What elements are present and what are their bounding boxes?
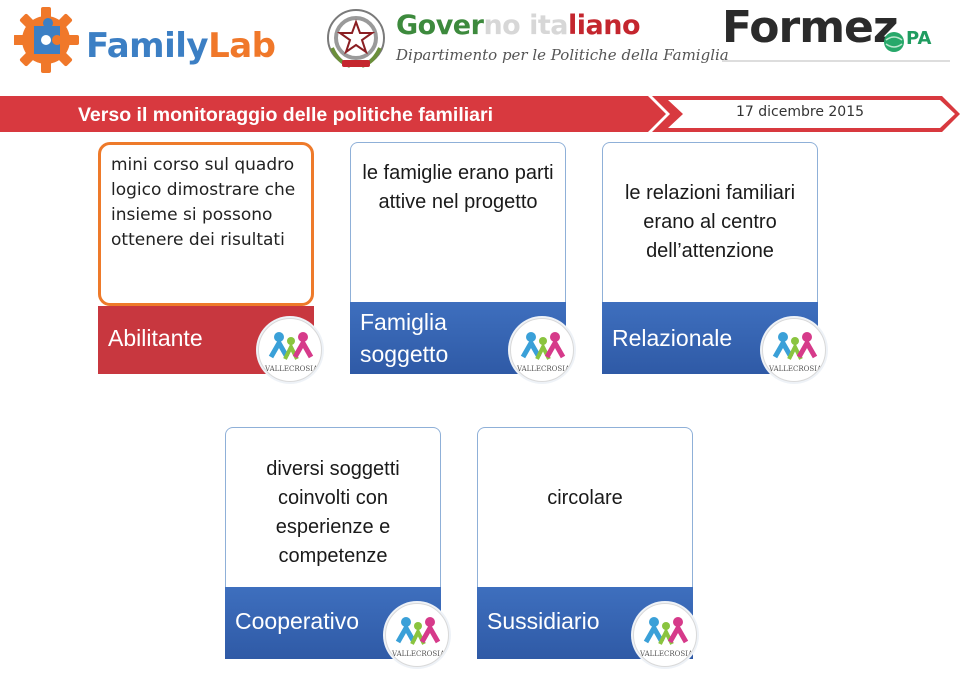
vallecrosia-logo: VALLECROSIA CITTÀ della FAMIGLIA <box>385 603 449 667</box>
card-relazionale: le relazioni familiari erano al centro d… <box>602 142 826 382</box>
badge-text: VALLECROSIA CITTÀ della FAMIGLIA <box>640 650 696 658</box>
badge-text: VALLECROSIA CITTÀ della FAMIGLIA <box>769 365 825 373</box>
formez-pa-suffix: PA <box>906 28 932 49</box>
governo-title-c: liano <box>568 10 641 41</box>
title-banner <box>0 96 960 132</box>
formez-pa-logo: Formez PA <box>722 2 952 70</box>
gear-puzzle-icon <box>13 7 79 73</box>
vallecrosia-logo: VALLECROSIA CITTÀ della FAMIGLIA <box>762 318 826 382</box>
card-description: diversi soggetti coinvolti con esperienz… <box>266 457 400 567</box>
card-description: le relazioni familiari erano al centro d… <box>624 182 796 262</box>
formez-name: Formez <box>722 2 898 53</box>
card-description-box: diversi soggetti coinvolti con esperienz… <box>225 427 441 587</box>
governo-subtitle: Dipartimento per le Politiche della Fami… <box>396 46 729 64</box>
card-description-box: le famiglie erano parti attive nel proge… <box>350 142 566 302</box>
date-label: 17 dicembre 2015 <box>736 104 865 120</box>
badge-text: VALLECROSIA CITTÀ della FAMIGLIA <box>265 365 321 373</box>
governo-title-a: Gover <box>396 10 484 41</box>
card-label: Cooperativo <box>235 608 360 634</box>
card-description-box: circolare <box>477 427 693 587</box>
page-title: Verso il monitoraggio delle politiche fa… <box>78 104 494 126</box>
card-description: mini corso sul quadro logico dimostrare … <box>111 155 296 251</box>
card-label: Sussidiario <box>487 608 600 634</box>
familylab-lab-text: Lab <box>208 26 276 66</box>
family-figures-icon <box>643 617 689 645</box>
family-figures-icon <box>395 617 441 645</box>
governo-italiano-logo: Governo italiano Dipartimento per le Pol… <box>322 4 729 72</box>
card-description: circolare <box>547 487 623 509</box>
badge-text: VALLECROSIA CITTÀ della FAMIGLIA <box>517 365 573 373</box>
italian-emblem-icon <box>327 9 385 68</box>
card-famiglia-soggetto: le famiglie erano parti attive nel proge… <box>350 142 574 382</box>
card-abilitante: mini corso sul quadro logico dimostrare … <box>98 142 322 382</box>
family-figures-icon <box>772 332 818 360</box>
globe-icon <box>884 32 904 52</box>
family-figures-icon <box>268 332 314 360</box>
card-sussidiario: circolare Sussidiario VALLECROSIA CITTÀ … <box>477 427 697 667</box>
card-description-box: le relazioni familiari erano al centro d… <box>602 142 818 302</box>
card-cooperativo: diversi soggetti coinvolti con esperienz… <box>225 427 449 667</box>
card-description: le famiglie erano parti attive nel proge… <box>362 162 554 213</box>
divider <box>722 60 950 62</box>
familylab-logo: FamilyLab <box>13 6 276 78</box>
card-label: Abilitante <box>108 325 203 351</box>
card-label: Relazionale <box>612 325 733 351</box>
card-label: Famiglia soggetto <box>360 309 449 367</box>
badge-text: VALLECROSIA CITTÀ della FAMIGLIA <box>392 650 448 658</box>
vallecrosia-logo: VALLECROSIA CITTÀ della FAMIGLIA <box>258 318 322 382</box>
vallecrosia-logo: VALLECROSIA CITTÀ della FAMIGLIA <box>510 318 574 382</box>
family-figures-icon <box>520 332 566 360</box>
familylab-family-text: Family <box>86 26 209 66</box>
card-description-box: mini corso sul quadro logico dimostrare … <box>98 142 314 306</box>
governo-title-b: no ita <box>483 10 569 41</box>
vallecrosia-logo: VALLECROSIA CITTÀ della FAMIGLIA <box>633 603 697 667</box>
